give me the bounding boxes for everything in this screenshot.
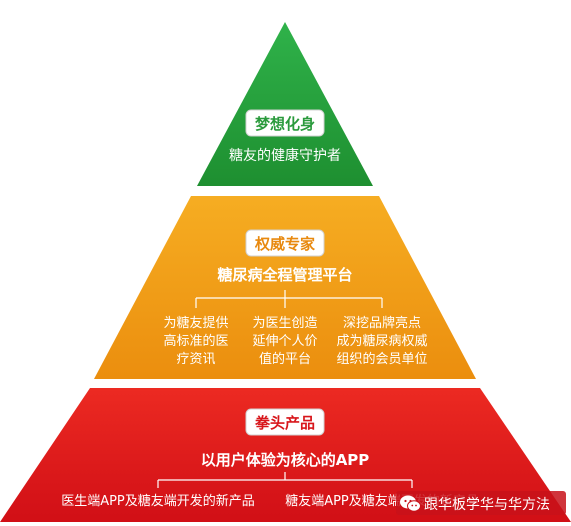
bottom-badge: 拳头产品 — [245, 408, 325, 436]
middle-column-3-line1: 深挖品牌亮点 — [343, 315, 421, 331]
watermark-text: 跟华板学华与华方法 — [424, 497, 550, 513]
middle-column-3: 深挖品牌亮点 成为糖尿病权威 组织的会员单位 — [336, 315, 427, 367]
middle-tier — [94, 196, 476, 379]
middle-column-2-line1: 为医生创造 — [252, 316, 317, 331]
middle-column-1-line3: 疗资讯 — [176, 352, 215, 367]
middle-badge-label: 权威专家 — [254, 235, 315, 253]
middle-column-2-line3: 值的平台 — [259, 351, 311, 367]
top-badge-label: 梦想化身 — [255, 115, 315, 133]
middle-column-2-line2: 延伸个人价 — [252, 334, 317, 349]
watermark: 跟华板学华与华方法 — [396, 491, 566, 515]
bottom-tier — [0, 388, 571, 522]
top-subtitle: 糖友的健康守护者 — [229, 147, 341, 164]
bottom-left-text: 医生端APP及糖友端开发的新产品 — [61, 493, 255, 509]
bottom-badge-label: 拳头产品 — [254, 414, 315, 432]
bottom-subtitle: 以用户体验为核心的APP — [201, 451, 370, 469]
middle-badge: 权威专家 — [245, 229, 325, 257]
middle-bracket — [195, 290, 383, 308]
middle-column-3-line3: 组织的会员单位 — [336, 351, 427, 367]
middle-subtitle: 糖尿病全程管理平台 — [217, 266, 352, 284]
middle-column-1-line1: 为糖友提供 — [163, 315, 228, 331]
top-badge: 梦想化身 — [245, 109, 325, 137]
middle-column-1-line2: 高标准的医 — [163, 333, 228, 349]
bottom-bracket — [157, 472, 413, 488]
top-tier — [197, 22, 373, 186]
middle-column-1: 为糖友提供 高标准的医 疗资讯 — [163, 315, 228, 367]
middle-column-2: 为医生创造 延伸个人价 值的平台 — [252, 316, 317, 367]
middle-column-3-line2: 成为糖尿病权威 — [336, 333, 427, 349]
wechat-icon — [400, 495, 421, 512]
